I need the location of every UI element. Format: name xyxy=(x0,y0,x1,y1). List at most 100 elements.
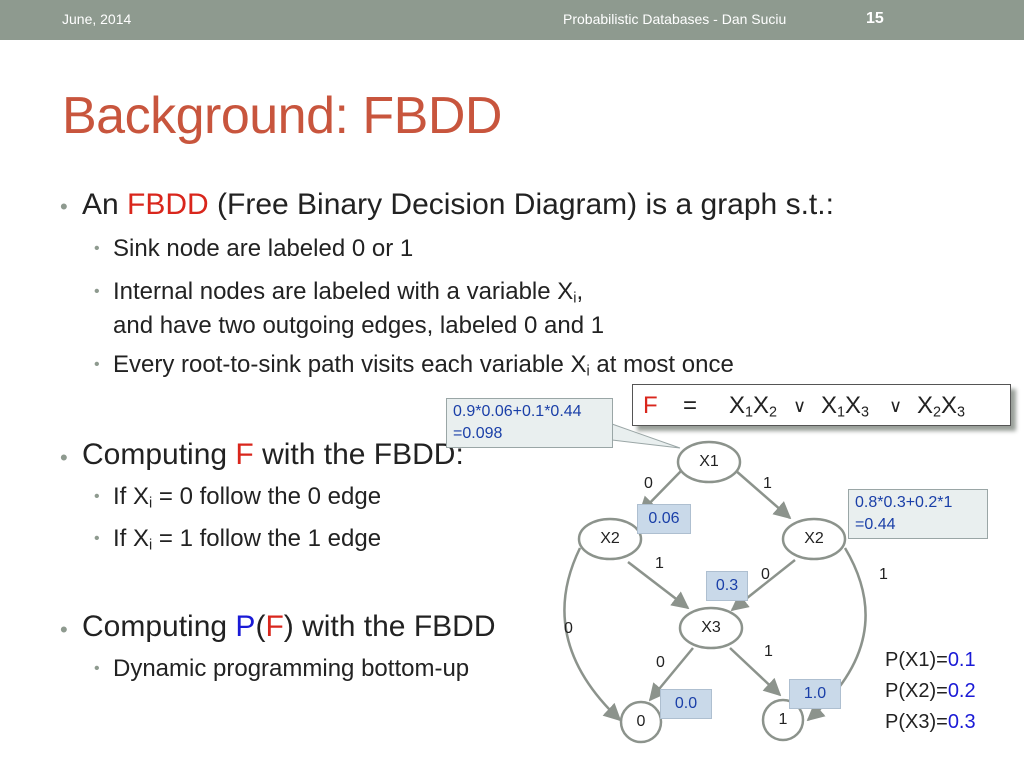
edge-x1-x2right xyxy=(734,469,792,520)
sub-bullet-one-edge: If Xi = 1 follow the 1 edge xyxy=(113,525,381,553)
sub-bullet-internal: Internal nodes are labeled with a variab… xyxy=(113,278,583,306)
text: ) with the FBDD xyxy=(283,610,496,643)
formula-or: ∨ xyxy=(793,396,807,416)
sub-bullet-dot: • xyxy=(94,356,100,373)
prob-value: 0.1 xyxy=(947,649,976,671)
bullet-computing-f: Computing F with the FBDD: xyxy=(82,438,464,472)
subscript: i xyxy=(149,537,153,554)
prob-value: 0.2 xyxy=(947,680,976,702)
prob-label: P(X2)= xyxy=(885,680,948,702)
prob-label: P(X1)= xyxy=(885,649,948,671)
formula-equals: = xyxy=(683,392,698,419)
callout-right: 0.8*0.3+0.2*1 =0.44 xyxy=(848,489,988,539)
node-x2-left: X2 xyxy=(600,530,620,547)
text: Computing xyxy=(82,438,236,471)
bullet-dot: • xyxy=(60,617,68,642)
sub-bullet-dot: • xyxy=(94,530,100,547)
edge-label-x1-right: 1 xyxy=(763,475,772,492)
var: X xyxy=(917,392,934,419)
callout-pointer-left xyxy=(611,423,681,449)
text: at most once xyxy=(589,351,734,378)
node-sink1: 1 xyxy=(778,711,788,728)
header-bar: June, 2014 Probabilistic Databases - Dan… xyxy=(0,0,1024,40)
subscript: 2 xyxy=(769,404,778,421)
node-sink0-shape xyxy=(619,700,663,744)
edge-x2right-x3 xyxy=(730,559,796,612)
var: X xyxy=(821,392,838,419)
value-x2-left: 0.06 xyxy=(637,504,691,534)
subscript: 1 xyxy=(745,404,754,421)
sub-bullet-dot: • xyxy=(94,283,100,300)
var: X xyxy=(729,392,746,419)
text-fbdd: FBDD xyxy=(127,188,209,221)
sub-bullet-dot: • xyxy=(94,240,100,257)
text: If X xyxy=(113,483,150,510)
sub-bullet-path: Every root-to-sink path visits each vari… xyxy=(113,351,734,379)
edge-label-x3-sink1: 1 xyxy=(764,643,773,660)
sub-bullet-sink: Sink node are labeled 0 or 1 xyxy=(113,235,414,262)
formula-term3: X2X3 xyxy=(917,392,965,420)
formula-box: F = X1X2 ∨ X1X3 ∨ X2X3 xyxy=(632,384,1011,426)
node-x3-shape xyxy=(678,606,744,650)
var: X xyxy=(845,392,862,419)
bullet-computing-pf: Computing P(F) with the FBDD xyxy=(82,610,495,644)
sub-bullet-internal-line2: and have two outgoing edges, labeled 0 a… xyxy=(113,312,605,339)
sub-bullet-zero-edge: If Xi = 0 follow the 0 edge xyxy=(113,483,381,511)
bullet-fbdd-definition: An FBDD (Free Binary Decision Diagram) i… xyxy=(82,188,834,222)
header-date: June, 2014 xyxy=(62,11,132,27)
sub-bullet-dot: • xyxy=(94,660,100,677)
edge-label-x2left-x3: 1 xyxy=(655,555,664,572)
slide-title: Background: FBDD xyxy=(62,87,502,145)
text: Internal nodes are labeled with a variab… xyxy=(113,278,574,305)
text: = 1 follow the 1 edge xyxy=(152,525,382,552)
text: Every root-to-sink path visits each vari… xyxy=(113,351,587,378)
node-sink0: 0 xyxy=(636,713,646,730)
text: Computing xyxy=(82,610,236,643)
text: An xyxy=(82,188,128,221)
text-f: F xyxy=(235,438,254,471)
edge-x3-sink0 xyxy=(648,647,694,702)
callout-right-line1: 0.8*0.3+0.2*1 xyxy=(855,494,953,511)
subscript: 2 xyxy=(933,404,942,421)
node-x1: X1 xyxy=(699,453,719,470)
edge-label-x1-left: 0 xyxy=(644,475,653,492)
edge-label-x3-sink0: 0 xyxy=(656,654,665,671)
callout-left: 0.9*0.06+0.1*0.44 =0.098 xyxy=(446,398,613,448)
sub-bullet-dot: • xyxy=(94,488,100,505)
callout-left-line2: =0.098 xyxy=(453,425,503,442)
subscript: i xyxy=(149,495,153,512)
prob-value: 0.3 xyxy=(947,711,976,733)
value-x3: 0.3 xyxy=(706,571,748,601)
sub-bullet-dp: Dynamic programming bottom-up xyxy=(113,655,470,682)
edge-label-x2left-sink0: 0 xyxy=(564,620,573,637)
node-sink1-shape xyxy=(761,698,805,742)
edge-label-x2right-x3: 0 xyxy=(761,566,770,583)
prob-x2: P(X2)=0.2 xyxy=(885,680,976,703)
node-x3: X3 xyxy=(701,619,721,636)
node-x2right-shape xyxy=(781,517,847,561)
formula-term1: X1X2 xyxy=(729,392,777,420)
edge-x3-sink1 xyxy=(729,647,782,697)
text: If X xyxy=(113,525,150,552)
text: = 0 follow the 0 edge xyxy=(152,483,382,510)
text: ( xyxy=(255,610,266,643)
subscript: 3 xyxy=(861,404,870,421)
header-course: Probabilistic Databases - Dan Suciu xyxy=(563,11,787,27)
edge-x2left-sink0 xyxy=(563,547,622,722)
node-x2-right: X2 xyxy=(804,530,824,547)
text-f: F xyxy=(265,610,284,643)
prob-x1: P(X1)=0.1 xyxy=(885,649,976,672)
formula-lhs: F xyxy=(643,392,658,419)
bullet-dot: • xyxy=(60,445,68,470)
formula-or: ∨ xyxy=(889,396,903,416)
prob-x3: P(X3)=0.3 xyxy=(885,711,976,734)
text: , xyxy=(576,278,584,305)
edge-x2left-x3 xyxy=(627,561,690,610)
value-sink1: 1.0 xyxy=(789,679,841,709)
subscript: 3 xyxy=(957,404,966,421)
var: X xyxy=(753,392,770,419)
var: X xyxy=(941,392,958,419)
callout-left-line1: 0.9*0.06+0.1*0.44 xyxy=(453,403,582,420)
node-x2left-shape xyxy=(577,517,643,561)
subscript: 1 xyxy=(837,404,846,421)
